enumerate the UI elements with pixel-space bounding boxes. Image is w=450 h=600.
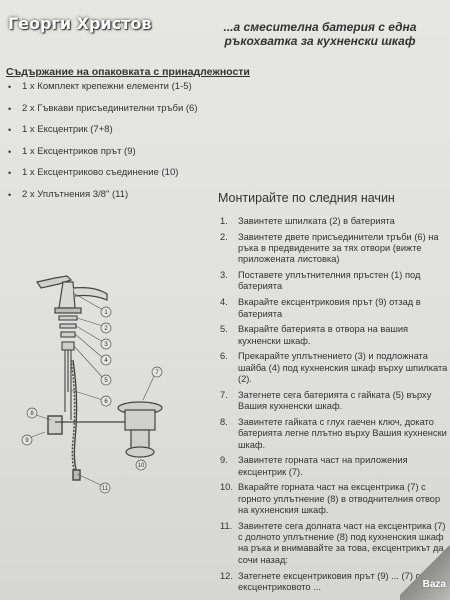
step-number: 10. [220, 482, 233, 493]
bullet-icon: • [8, 103, 12, 114]
list-item: 2. Завинтете двете присъединители тръби (… [220, 232, 448, 266]
svg-text:10: 10 [138, 463, 145, 469]
step-text: Вкарайте батерията в отвора на вашия кух… [238, 324, 409, 346]
svg-text:4: 4 [104, 358, 108, 364]
step-number: 3. [220, 270, 228, 281]
list-item: • 2 х Гъвкави присъединителни тръби (6) [8, 102, 198, 124]
list-item: 9. Завинтете горната част на приложения е… [220, 455, 448, 478]
callout-5: 5 [100, 374, 112, 386]
step-number: 8. [220, 416, 228, 427]
step-text: Прекарайте уплътнението (3) и подложната… [238, 351, 448, 385]
svg-text:3: 3 [104, 342, 108, 348]
contents-heading: Съдържание на опаковката с принадлежност… [6, 66, 250, 78]
svg-text:5: 5 [104, 378, 108, 384]
callout-2: 2 [100, 322, 112, 334]
svg-text:7: 7 [155, 370, 159, 376]
callout-4: 4 [100, 354, 112, 366]
step-number: 11. [220, 520, 233, 531]
bullet-icon: • [8, 146, 12, 157]
document-title: ...а смесителна батерия с една ръкохватк… [195, 20, 445, 48]
callout-7: 7 [151, 366, 163, 378]
drain-eccentric [55, 401, 163, 458]
step-text: Завинтете двете присъединители тръби (6)… [238, 231, 439, 265]
list-item: 7. Затегнете сега батерията с гайката (5)… [220, 390, 448, 413]
step-text: Завинтете шпилката (2) в батерията [238, 216, 395, 226]
svg-text:8: 8 [30, 411, 34, 417]
bullet-icon: • [8, 82, 12, 92]
svg-text:1: 1 [104, 310, 108, 316]
flexible-hose [47, 359, 81, 481]
contents-item-text: 1 х Ексцентриков прът (9) [22, 145, 136, 157]
list-item: 3. Поставете уплътнителния пръстен (1) по… [220, 270, 448, 293]
watermark-name: Георги Христов [8, 14, 152, 33]
list-item: 11. Завинтете сега долната част на ексцен… [220, 521, 448, 566]
contents-list: • 1 х Комплект крепежни елементи (1-5) • 2… [8, 80, 198, 209]
svg-text:2: 2 [104, 326, 108, 332]
callout-11: 11 [99, 482, 111, 494]
callout-8: 8 [26, 407, 38, 419]
contents-item-text: 2 х Гъвкави присъединителни тръби (6) [22, 102, 198, 114]
list-item: 12. Затегнете ексцентриковия прът (9) ...… [220, 571, 448, 594]
list-item: 6. Прекарайте уплътнението (3) и подложна… [220, 351, 448, 385]
faucet-assembly-diagram: 1 2 3 4 5 6 7 8 9 10 11 [21, 275, 163, 494]
step-text: Завинтете горната част на приложения екс… [238, 455, 408, 477]
bullet-icon: • [8, 125, 12, 135]
step-number: 9. [220, 455, 228, 466]
step-text: Затегнете сега батерията с гайката (5) в… [238, 389, 432, 412]
list-item: 4. Вкарайте ексцентриковия прът (9) отзад… [220, 297, 448, 320]
list-item: 5. Вкарайте батерията в отвора на вашия к… [220, 324, 448, 347]
callout-3: 3 [100, 338, 112, 350]
callout-9: 9 [21, 434, 33, 446]
step-number: 4. [220, 297, 228, 308]
logo: Baza [422, 579, 446, 590]
list-item: • 1 х Ексцентриково съединение (10) [8, 166, 198, 188]
list-item: 1. Завинтете шпилката (2) в батерията [220, 216, 448, 227]
step-number: 12. [220, 570, 233, 581]
contents-item-text: 1 х Ексцентрик (7+8) [22, 124, 113, 135]
instructions-list: 1. Завинтете шпилката (2) в батерията 2. З… [220, 216, 448, 598]
step-number: 7. [220, 389, 228, 400]
list-item: • 2 х Уплътнения 3/8" (11) [8, 188, 198, 210]
instructions-heading: Монтирайте по следния начин [218, 191, 395, 205]
list-item: 10. Вкарайте горната част на ексцентрика … [220, 482, 448, 516]
bullet-icon: • [8, 189, 12, 200]
step-number: 1. [220, 216, 228, 226]
step-text: Вкарайте горната част на ексцентрика (7)… [238, 482, 441, 516]
step-text: Вкарайте ексцентриковия прът (9) отзад в… [238, 297, 421, 319]
step-number: 5. [220, 324, 228, 335]
contents-item-text: 1 х Ексцентриково съединение (10) [22, 167, 179, 178]
step-text: Завинтете сега долната част на ексцентри… [238, 520, 446, 565]
callout-6: 6 [100, 395, 112, 407]
callout-10: 10 [135, 459, 147, 471]
callout-circles: 1 2 3 4 5 6 7 8 9 10 11 [21, 306, 163, 494]
bullet-icon: • [8, 168, 12, 178]
title-line-2: ръкохватка за кухненски шкаф [224, 34, 416, 48]
step-text: Поставете уплътнителния пръстен (1) под … [238, 270, 421, 292]
title-line-1: ...а смесителна батерия с една [223, 20, 417, 34]
step-number: 6. [220, 351, 228, 362]
list-item: • 1 х Комплект крепежни елементи (1-5) [8, 80, 198, 102]
contents-item-text: 1 х Комплект крепежни елементи (1-5) [22, 81, 192, 92]
list-item: • 1 х Ексцентрик (7+8) [8, 123, 198, 145]
svg-text:9: 9 [25, 438, 29, 444]
svg-text:11: 11 [102, 486, 109, 492]
callout-leaders [28, 293, 156, 487]
callout-1: 1 [100, 306, 112, 318]
svg-text:6: 6 [104, 399, 108, 405]
list-item: 8. Завинтете гайката с глух гаечен ключ, … [220, 417, 448, 451]
page-fold [400, 540, 450, 600]
step-number: 2. [220, 231, 228, 242]
faucet-body [36, 275, 108, 314]
step-text: Завинтете гайката с глух гаечен ключ, до… [238, 416, 447, 450]
step-text: Затегнете ексцентриковия прът (9) ... (7… [238, 570, 421, 592]
contents-item-text: 2 х Уплътнения 3/8" (11) [22, 188, 129, 200]
list-item: • 1 х Ексцентриков прът (9) [8, 145, 198, 167]
